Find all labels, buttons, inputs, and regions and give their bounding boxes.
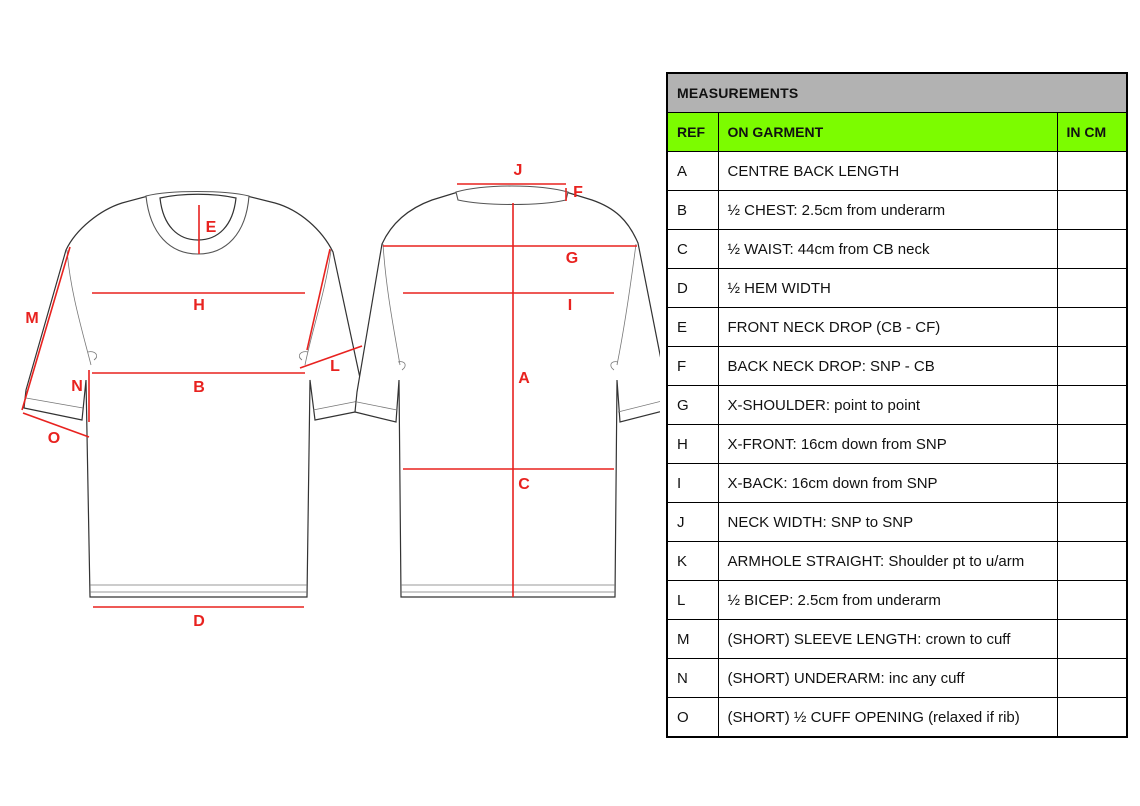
description-cell: ½ WAIST: 44cm from CB neck	[717, 229, 1058, 269]
description-cell: X-FRONT: 16cm down from SNP	[717, 424, 1058, 464]
label-E: E	[206, 219, 217, 236]
value-cell[interactable]	[1056, 229, 1128, 269]
ref-cell: H	[666, 424, 719, 464]
ref-cell: J	[666, 502, 719, 542]
description-cell: ½ CHEST: 2.5cm from underarm	[717, 190, 1058, 230]
ref-cell: A	[666, 151, 719, 191]
description-cell: X-BACK: 16cm down from SNP	[717, 463, 1058, 503]
header-unit: IN CM	[1056, 112, 1128, 152]
label-J: J	[514, 162, 523, 179]
value-cell[interactable]	[1056, 424, 1128, 464]
table-title-row: MEASUREMENTS	[666, 72, 1128, 113]
value-cell[interactable]	[1056, 346, 1128, 386]
label-N: N	[71, 378, 83, 395]
ref-cell: O	[666, 697, 719, 738]
header-on-garment: ON GARMENT	[717, 112, 1058, 152]
ref-cell: I	[666, 463, 719, 503]
description-cell: ½ BICEP: 2.5cm from underarm	[717, 580, 1058, 620]
front-body	[23, 195, 366, 598]
description-cell: FRONT NECK DROP (CB - CF)	[717, 307, 1058, 347]
ref-cell: G	[666, 385, 719, 425]
value-cell[interactable]	[1056, 385, 1128, 425]
description-cell: X-SHOULDER: point to point	[717, 385, 1058, 425]
value-cell[interactable]	[1056, 580, 1128, 620]
table-row: N(SHORT) UNDERARM: inc any cuff	[666, 658, 1128, 698]
ref-cell: E	[666, 307, 719, 347]
label-M: M	[25, 310, 38, 327]
label-B: B	[193, 379, 205, 396]
description-cell: ½ HEM WIDTH	[717, 268, 1058, 308]
description-cell: CENTRE BACK LENGTH	[717, 151, 1058, 191]
description-cell: ARMHOLE STRAIGHT: Shoulder pt to u/arm	[717, 541, 1058, 581]
label-I: I	[568, 297, 572, 314]
ref-cell: M	[666, 619, 719, 659]
ref-cell: C	[666, 229, 719, 269]
label-C: C	[518, 476, 530, 493]
value-cell[interactable]	[1056, 697, 1128, 738]
label-F: F	[573, 184, 583, 201]
description-cell: BACK NECK DROP: SNP - CB	[717, 346, 1058, 386]
table-header-row: REF ON GARMENT IN CM	[666, 112, 1128, 152]
label-D: D	[193, 613, 205, 630]
ref-cell: K	[666, 541, 719, 581]
label-H: H	[193, 297, 205, 314]
value-cell[interactable]	[1056, 190, 1128, 230]
front-view: E H B D M N O L	[21, 190, 366, 630]
tshirt-spec-diagram: E H B D M N O L J F G I A C	[21, 162, 660, 630]
description-cell: NECK WIDTH: SNP to SNP	[717, 502, 1058, 542]
table-row: M(SHORT) SLEEVE LENGTH: crown to cuff	[666, 619, 1128, 659]
table-row: O(SHORT) ½ CUFF OPENING (relaxed if rib)	[666, 697, 1128, 738]
value-cell[interactable]	[1056, 151, 1128, 191]
ref-cell: B	[666, 190, 719, 230]
label-A: A	[518, 370, 530, 387]
value-cell[interactable]	[1056, 268, 1128, 308]
ref-cell: L	[666, 580, 719, 620]
value-cell[interactable]	[1056, 658, 1128, 698]
back-body	[354, 191, 660, 598]
ref-cell: D	[666, 268, 719, 308]
label-L: L	[330, 358, 340, 375]
description-cell: (SHORT) SLEEVE LENGTH: crown to cuff	[717, 619, 1058, 659]
back-neck-rib	[455, 185, 569, 206]
value-cell[interactable]	[1056, 307, 1128, 347]
value-cell[interactable]	[1056, 502, 1128, 542]
value-cell[interactable]	[1056, 541, 1128, 581]
ref-cell: N	[666, 658, 719, 698]
table-title: MEASUREMENTS	[666, 72, 1128, 113]
label-O: O	[48, 430, 60, 447]
description-cell: (SHORT) UNDERARM: inc any cuff	[717, 658, 1058, 698]
value-cell[interactable]	[1056, 463, 1128, 503]
ref-cell: F	[666, 346, 719, 386]
value-cell[interactable]	[1056, 619, 1128, 659]
label-G: G	[566, 250, 578, 267]
back-view: J F G I A C	[354, 162, 660, 598]
header-ref: REF	[666, 112, 719, 152]
description-cell: (SHORT) ½ CUFF OPENING (relaxed if rib)	[717, 697, 1058, 738]
